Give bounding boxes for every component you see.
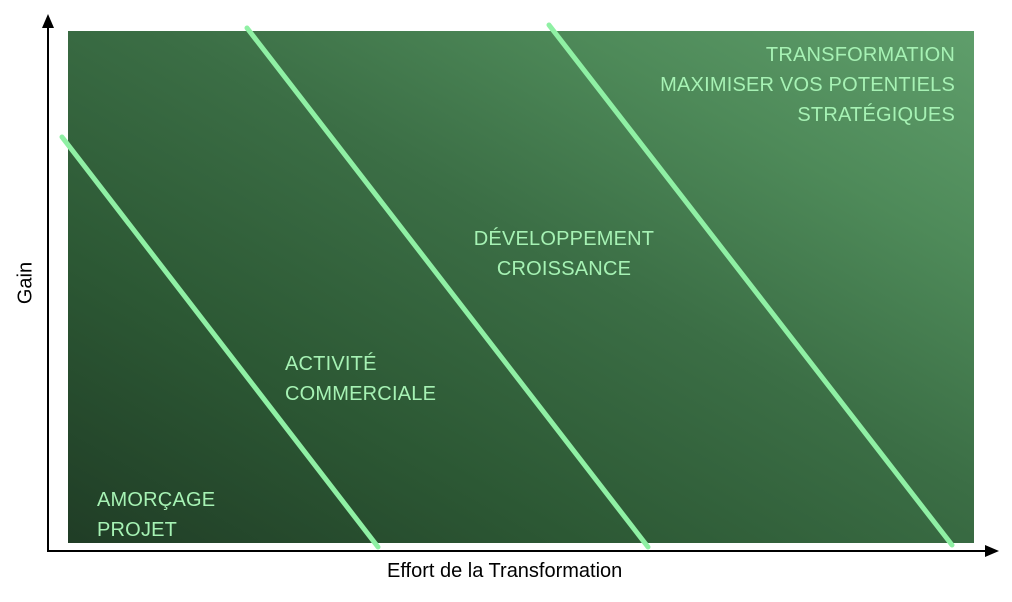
zone-activite-commerciale: ACTIVITÉ COMMERCIALE (285, 349, 436, 409)
zone-label-line: DÉVELOPPEMENT (473, 228, 655, 250)
zone-label-line: CROISSANCE (496, 258, 632, 280)
zone-label-line: PROJET (97, 519, 178, 541)
divider-line-1 (59, 134, 381, 550)
zone-label-line: TRANSFORMATION (765, 44, 955, 66)
zone-label-line: ACTIVITÉ (285, 353, 377, 375)
zone-label-line: AMORÇAGE (97, 489, 216, 511)
zone-label-line: MAXIMISER VOS POTENTIELS (660, 74, 955, 96)
x-axis-label: Effort de la Transformation (387, 560, 623, 582)
zone-label-line: STRATÉGIQUES (797, 104, 955, 126)
divider-line-2 (244, 25, 651, 550)
divider-line-3 (546, 22, 955, 548)
gain-effort-panel (68, 31, 974, 543)
zone-amorcage-projet: AMORÇAGE PROJET (97, 485, 215, 545)
x-axis-arrow (985, 545, 999, 557)
zone-transformation: TRANSFORMATION MAXIMISER VOS POTENTIELS … (660, 40, 955, 130)
y-axis-label: Gain (14, 261, 37, 305)
zone-developpement-croissance: DÉVELOPPEMENT CROISSANCE (464, 224, 664, 284)
y-axis-arrow (42, 14, 54, 28)
zone-label-line: COMMERCIALE (285, 383, 437, 405)
